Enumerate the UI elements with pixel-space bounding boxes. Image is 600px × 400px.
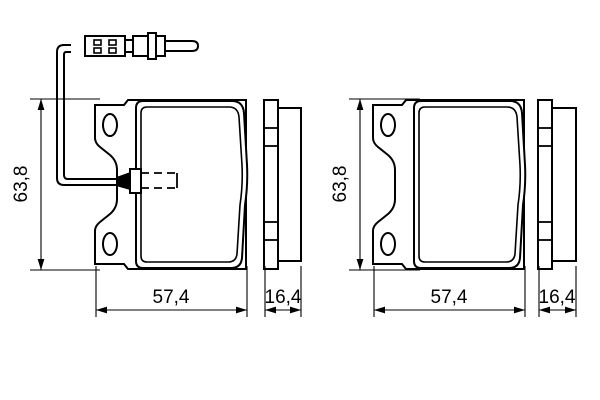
left-width-arrow-right [236,306,247,314]
left-width-dimension-label: 57,4 [153,287,190,308]
sensor-contact-body [129,168,142,194]
right-thickness-dimension [538,266,577,317]
right-width-dimension-label: 57,4 [431,287,468,308]
left-height-arrow-top [37,99,45,110]
right-thickness-arrow-right [565,306,576,314]
right-pad-lower-hole [380,232,396,256]
right-height-arrow-top [356,99,364,110]
left-pad-friction-material [135,100,249,269]
wear-sensor-cable-group [56,44,122,186]
left-pad-mounting-holes [102,113,118,256]
wear-indicator-cable-outer [56,44,122,186]
right-friction-inner-contour [418,106,522,263]
right-height-dimension-label: 63,8 [330,166,351,203]
connector-collar [147,32,157,60]
left-height-dimension [30,98,100,271]
connector-shell [84,35,126,57]
right-thickness-arrow-left [539,306,550,314]
right-pad-side-view [537,99,577,270]
left-width-dimension [95,266,248,317]
wear-indicator-cable-inner [63,51,122,180]
right-side-friction-block [551,107,577,262]
left-pad-side-view [263,99,302,270]
right-thickness-dimension-label: 16,4 [539,287,576,308]
left-thickness-arrow-left [265,306,276,314]
right-height-arrow-bottom [356,259,364,270]
left-friction-inner-contour [140,106,244,263]
right-width-arrow-right [514,306,525,314]
left-pad-upper-hole [102,113,118,137]
connector-pin-slot-4 [108,47,117,54]
sensor-contact-block [117,168,178,194]
right-pad-upper-hole [380,113,396,137]
connector-tip [164,40,200,52]
left-side-backing-plate [263,99,279,270]
connector-pin-slot-2 [93,47,102,54]
connector-pin-slot-1 [93,39,102,46]
right-side-backing-plate [537,99,553,270]
connector-pin-slot-3 [108,39,117,46]
left-height-arrow-bottom [37,259,45,270]
left-thickness-dimension [264,266,302,317]
connector-neck [124,39,134,53]
left-height-dimension-label: 63,8 [11,166,32,203]
right-width-dimension [373,266,526,317]
left-side-friction-block [277,107,302,262]
right-width-arrow-left [374,306,385,314]
right-pad-friction-material [413,100,527,269]
left-width-arrow-left [96,306,107,314]
electrical-connector-plug [84,32,200,60]
right-pad-mounting-holes [380,113,396,256]
left-pad-lower-hole [102,232,118,256]
left-thickness-dimension-label: 16,4 [265,287,302,308]
left-thickness-arrow-right [290,306,301,314]
